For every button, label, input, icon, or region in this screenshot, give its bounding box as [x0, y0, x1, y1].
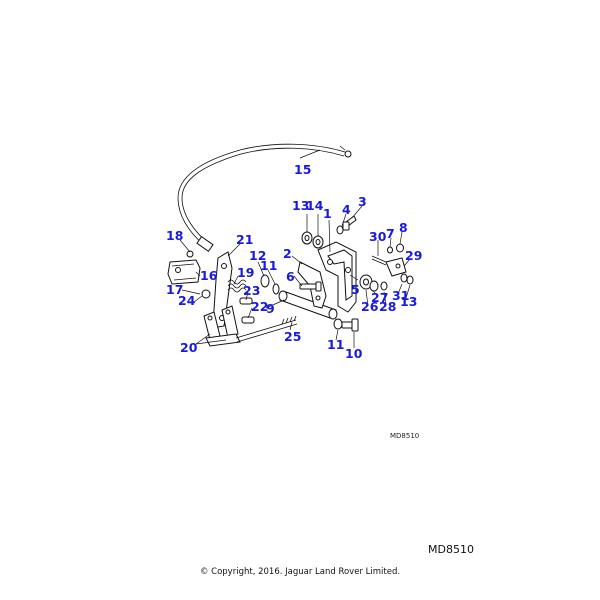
callout-15: 15	[294, 162, 311, 177]
pedal-bracket-1	[317, 241, 357, 313]
callout-31: 31	[392, 288, 409, 303]
callout-20: 20	[180, 340, 198, 355]
fixings-top	[301, 215, 357, 249]
nut-24	[201, 289, 211, 299]
copyright-notice: © Copyright, 2016. Jaguar Land Rover Lim…	[199, 567, 401, 577]
callout-29: 29	[405, 248, 422, 263]
diagram-reference-small: MD8510	[390, 432, 419, 440]
spring-19	[227, 279, 247, 293]
callout-13: 13	[400, 294, 417, 309]
link-rod-20	[203, 305, 241, 347]
cable-bracket	[167, 250, 201, 285]
callout-1: 1	[323, 206, 332, 221]
cross-shaft-9	[278, 290, 338, 320]
callout-28: 28	[379, 299, 396, 314]
rod-25	[235, 315, 298, 343]
callout-8: 8	[399, 220, 408, 235]
callout-11: 11	[327, 337, 344, 352]
lever-21	[211, 251, 233, 329]
callout-26: 26	[361, 299, 379, 314]
callout-30: 30	[369, 229, 387, 244]
fixings-right	[349, 243, 414, 292]
callout-27: 27	[371, 290, 388, 305]
callout-19: 19	[237, 265, 254, 280]
callout-3: 3	[358, 194, 367, 209]
callout-22: 22	[251, 299, 268, 314]
callout-7: 7	[386, 226, 395, 241]
callout-9: 9	[266, 301, 275, 316]
callout-13: 13	[292, 198, 309, 213]
leader-lines	[179, 149, 411, 348]
callout-10: 10	[345, 346, 363, 361]
callout-21: 21	[236, 232, 253, 247]
bolt-6	[299, 281, 322, 292]
bolt-10	[333, 318, 359, 332]
callout-6: 6	[286, 269, 295, 284]
callout-5: 5	[351, 282, 360, 297]
callout-23: 23	[243, 283, 260, 298]
callout-17: 17	[166, 282, 183, 297]
callout-18: 18	[166, 228, 183, 243]
callout-24: 24	[178, 293, 196, 308]
diagram-reference: MD8510	[428, 543, 474, 556]
callout-25: 25	[284, 329, 301, 344]
callout-2: 2	[283, 246, 292, 261]
callout-14: 14	[306, 198, 324, 213]
throttle-cable	[177, 143, 352, 252]
bushes	[239, 274, 280, 324]
callout-11: 11	[260, 258, 277, 273]
callout-16: 16	[200, 268, 218, 283]
callout-4: 4	[342, 202, 351, 217]
callout-12: 12	[249, 248, 266, 263]
